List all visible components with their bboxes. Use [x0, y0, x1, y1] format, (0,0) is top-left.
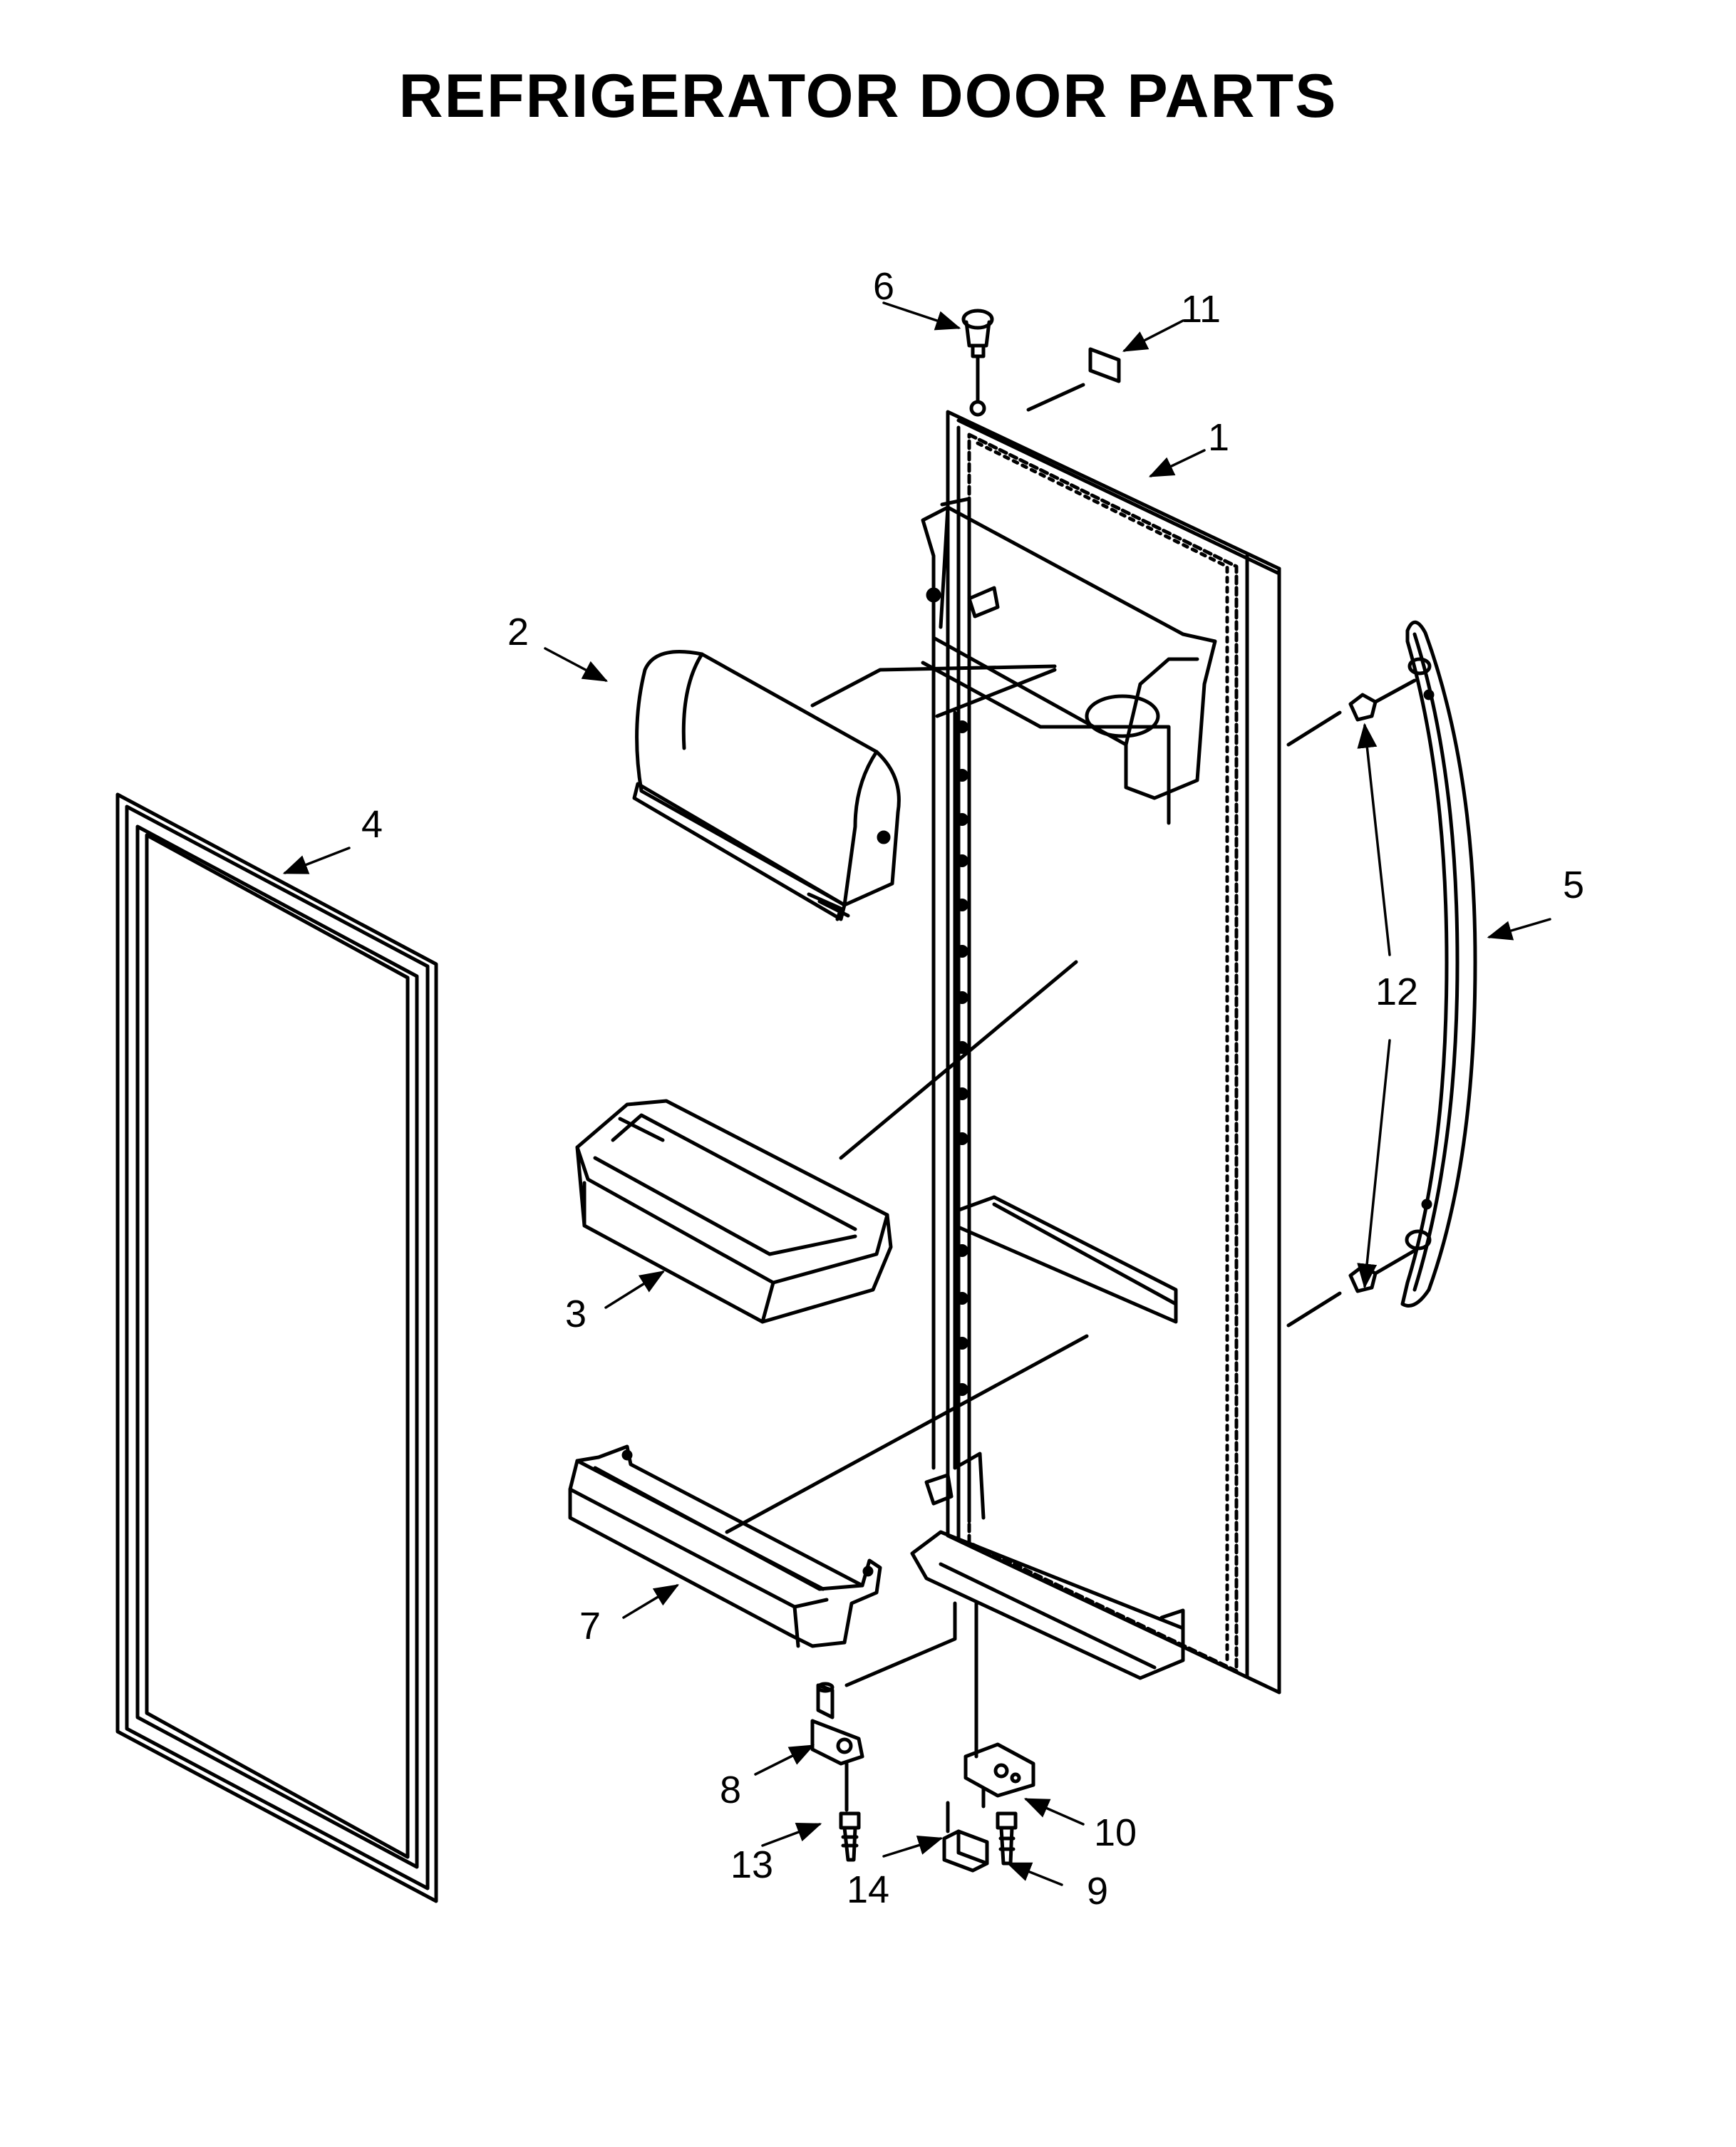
callout-5: 5: [1563, 864, 1584, 906]
handle-studs: [1348, 678, 1417, 1293]
callout-2: 2: [507, 611, 529, 653]
callout-13: 13: [730, 1843, 773, 1886]
label: [1088, 347, 1121, 383]
door-gasket: [115, 792, 438, 1903]
door-closer: [942, 1801, 989, 1873]
callout-8: 8: [720, 1769, 741, 1811]
screw: [996, 1811, 1018, 1866]
door-liner: [910, 410, 1281, 1695]
hinge-plate: [963, 1742, 1035, 1809]
callout-6: 6: [873, 265, 894, 308]
page-title: REFRIGERATOR DOOR PARTS: [398, 62, 1338, 130]
lower-door-bin: [568, 1444, 882, 1648]
callout-10: 10: [1094, 1811, 1137, 1854]
assembly-lines: [725, 354, 1342, 1812]
callout-arrows: [282, 301, 1551, 1886]
door-handle: [1400, 620, 1477, 1308]
callout-11: 11: [1181, 288, 1221, 331]
callout-labels: 1 2 3 4 5 6 7 8 9 10 11 12 13 14: [361, 265, 1584, 1913]
dairy-door: [632, 650, 901, 921]
door-bin: [575, 1099, 893, 1324]
callout-14: 14: [847, 1868, 889, 1911]
callout-7: 7: [579, 1605, 601, 1647]
callout-12: 12: [1375, 971, 1418, 1013]
callout-9: 9: [1087, 1870, 1108, 1913]
callout-1: 1: [1208, 416, 1229, 459]
shelf-clip-dots: [956, 720, 968, 1396]
bottom-hinge: [810, 1682, 864, 1766]
callout-4: 4: [361, 803, 383, 846]
callout-3: 3: [565, 1293, 587, 1335]
hinge-screw: [839, 1811, 861, 1862]
